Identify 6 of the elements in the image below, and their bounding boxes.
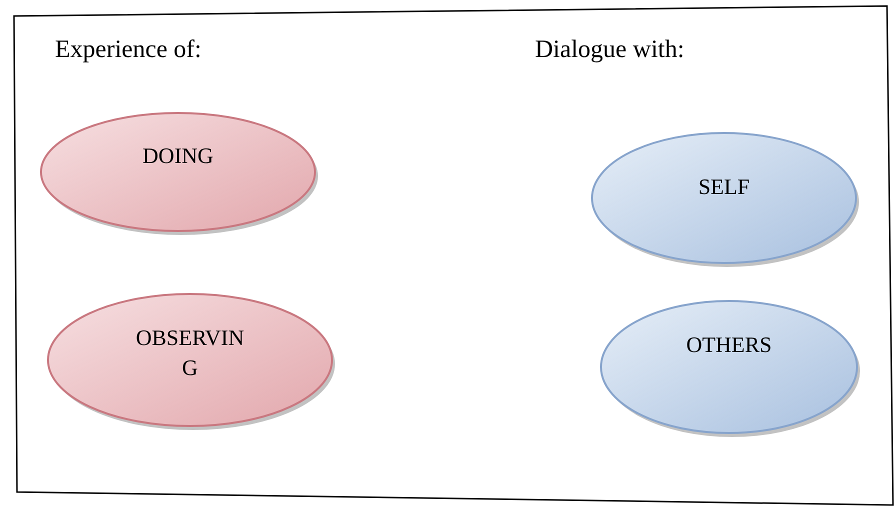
ellipse-label: OTHERS bbox=[686, 331, 772, 359]
ellipse-label: DOING bbox=[142, 142, 214, 170]
column-heading: Experience of: bbox=[55, 36, 202, 64]
column-heading: Dialogue with: bbox=[535, 36, 684, 64]
ellipse-label: SELF bbox=[698, 173, 750, 201]
ellipse-label: OBSERVING bbox=[134, 324, 246, 382]
